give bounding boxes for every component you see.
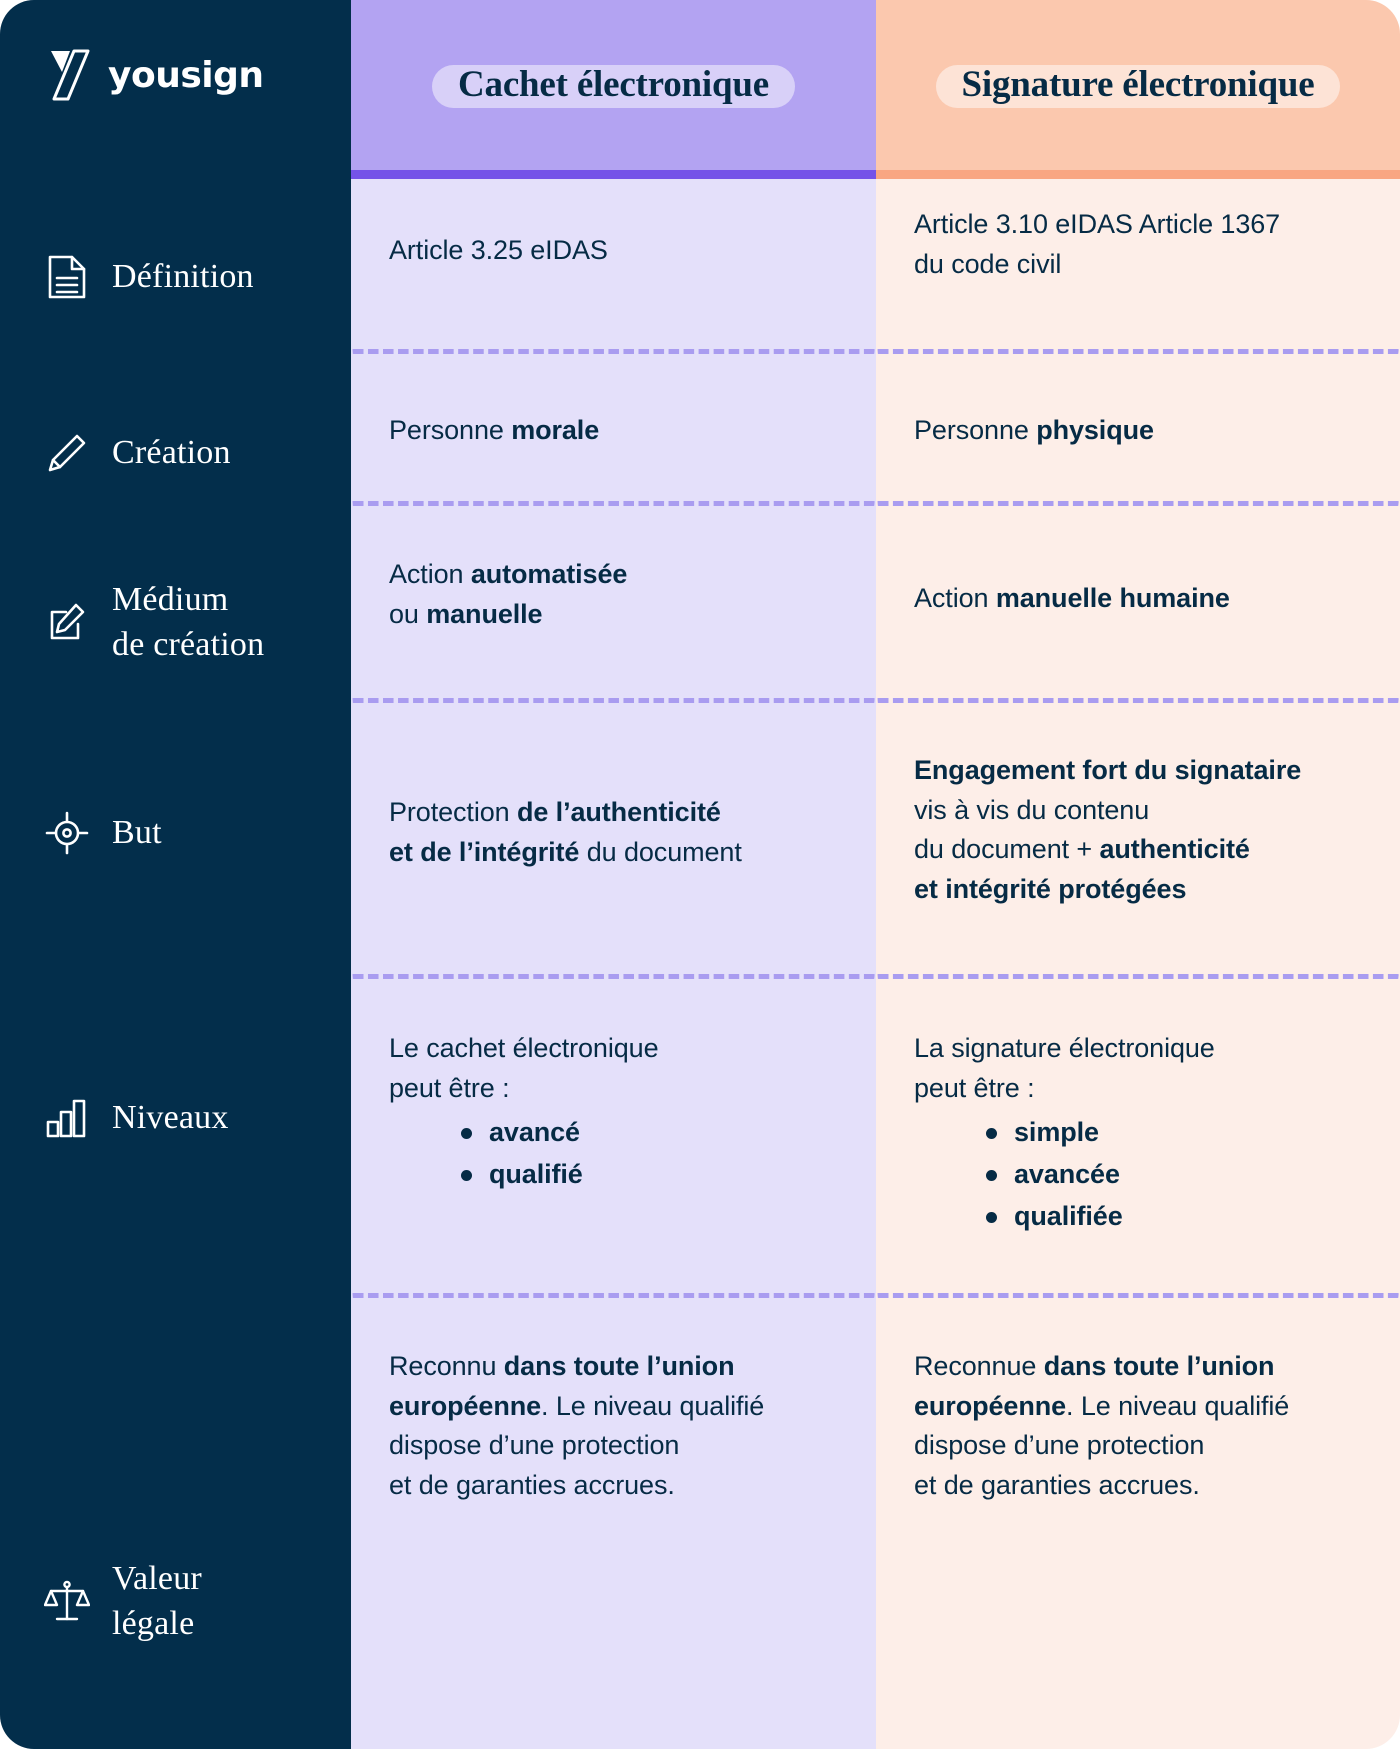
list-item: simple <box>914 1112 1378 1154</box>
column-header-cachet: Cachet électronique <box>351 0 876 170</box>
column-body-cachet: Article 3.25 eIDAS Personne morale Actio… <box>351 179 876 1749</box>
pencil-icon <box>44 430 90 476</box>
sidebar-item-definition: Définition <box>44 254 344 300</box>
bar-chart-icon <box>44 1095 90 1141</box>
sidebar-item-medium: Médium de création <box>44 578 344 668</box>
sidebar-label-medium: Médium de création <box>112 578 264 668</box>
cell-signature-medium: Action manuelle humaine <box>914 583 1230 613</box>
sidebar-label-definition: Définition <box>112 257 254 295</box>
brand-name: yousign <box>108 54 264 96</box>
column-signature: Signature électronique Article 3.10 eIDA… <box>876 0 1400 1749</box>
sidebar-item-but: But <box>44 810 344 856</box>
separator-orange-1 <box>876 349 1400 354</box>
scales-icon <box>44 1579 90 1625</box>
column-title-signature: Signature électronique <box>961 63 1315 105</box>
sidebar-item-creation: Création <box>44 430 344 476</box>
cell-cachet-definition: Article 3.25 eIDAS <box>389 235 608 265</box>
sidebar-label-valeur: Valeur légale <box>112 1557 202 1647</box>
list-item: avancée <box>914 1154 1378 1196</box>
sidebar-item-niveaux: Niveaux <box>44 1095 344 1141</box>
column-accent-signature <box>876 170 1400 179</box>
column-cachet: Cachet électronique Article 3.25 eIDAS P… <box>351 0 876 1749</box>
sidebar-item-valeur: Valeur légale <box>44 1557 344 1647</box>
column-accent-cachet <box>351 170 876 179</box>
separator-purple-5 <box>351 1293 876 1298</box>
valeur-line-1: Valeur <box>112 1560 202 1597</box>
medium-line-1: Médium <box>112 581 229 618</box>
sidebar-label-niveaux: Niveaux <box>112 1098 229 1136</box>
sidebar-label-creation: Création <box>112 433 231 471</box>
separator-purple-2 <box>351 501 876 506</box>
cell-signature-creation: Personne physique <box>914 415 1154 445</box>
sidebar-label-but: But <box>112 813 162 851</box>
separator-orange-3 <box>876 698 1400 703</box>
square-pencil-icon <box>44 600 90 646</box>
column-header-signature: Signature électronique <box>876 0 1400 170</box>
medium-line-2: de création <box>112 625 265 663</box>
yousign-logo-icon <box>48 48 92 102</box>
column-title-pill-signature: Signature électronique <box>935 53 1341 118</box>
separator-orange-4 <box>876 974 1400 979</box>
column-title-pill-cachet: Cachet électronique <box>432 53 795 118</box>
separator-orange-5 <box>876 1293 1400 1298</box>
brand-logo: yousign <box>48 48 264 102</box>
separator-purple-1 <box>351 349 876 354</box>
target-icon <box>44 810 90 856</box>
valeur-line-2: légale <box>112 1604 195 1642</box>
sidebar: yousign Définition Création <box>0 0 351 1749</box>
separator-orange-2 <box>876 501 1400 506</box>
document-icon <box>44 254 90 300</box>
cell-cachet-creation: Personne morale <box>389 415 600 445</box>
list-item: qualifiée <box>914 1196 1378 1238</box>
list-item: avancé <box>389 1112 854 1154</box>
separator-purple-3 <box>351 698 876 703</box>
separator-purple-4 <box>351 974 876 979</box>
list-item: qualifié <box>389 1154 854 1196</box>
column-title-cachet: Cachet électronique <box>458 63 769 105</box>
